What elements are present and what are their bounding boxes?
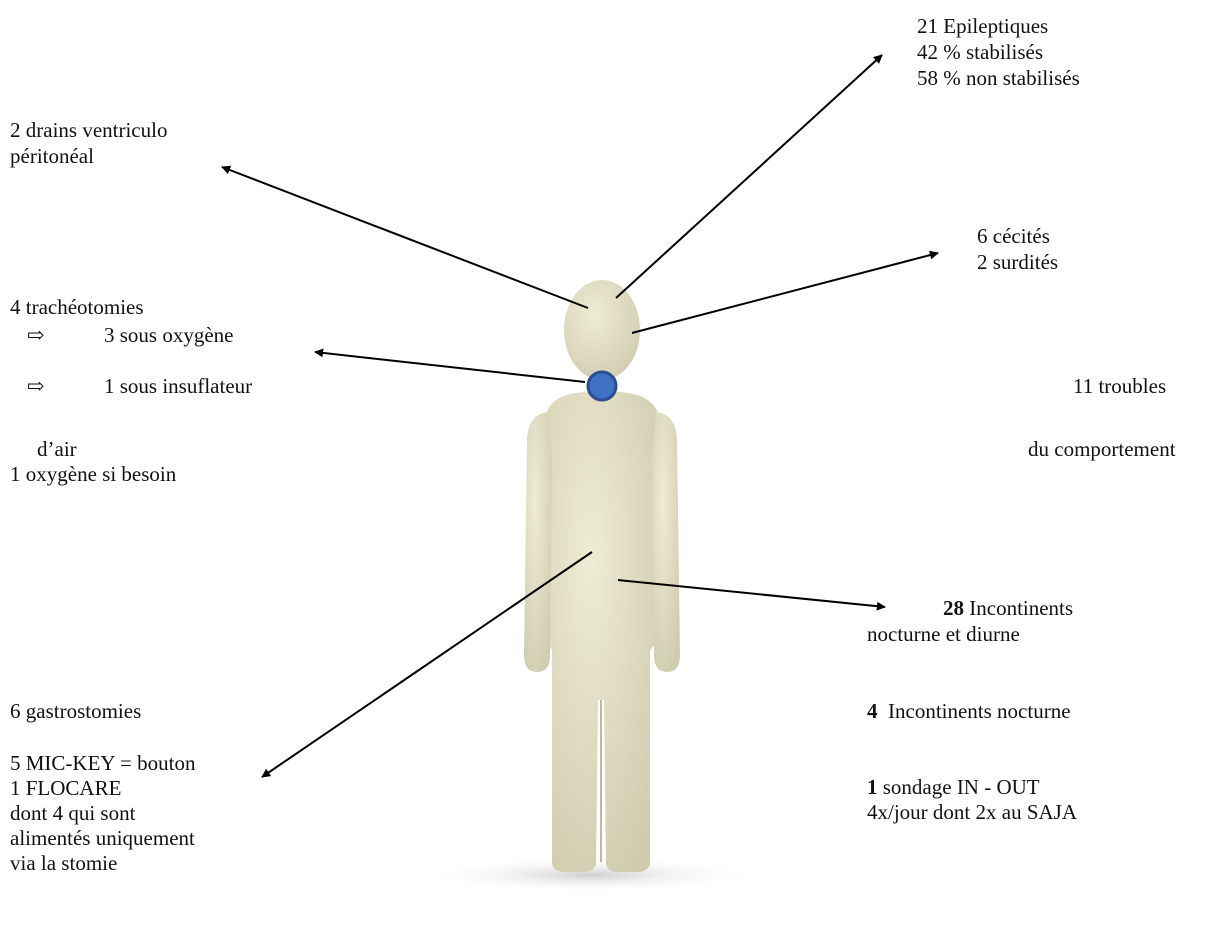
behavior-line2: du comportement: [1028, 436, 1176, 462]
incontinence-night-text: Incontinents nocturne: [888, 699, 1071, 723]
tracheotomies-title: 4 trachéotomies: [10, 294, 144, 320]
arrow-bullet-icon: ⇨: [27, 373, 104, 399]
arrow-drains: [222, 167, 588, 308]
gastrostomy-note1: dont 4 qui sont: [10, 801, 195, 826]
incontinence-day-night-line2: nocturne et diurne: [867, 621, 1073, 647]
blindness-count: 6 cécités: [977, 223, 1058, 249]
tracheotomy-item-oxygen: ⇨3 sous oxygène: [27, 322, 234, 348]
arrow-vision: [632, 253, 938, 333]
gastrostomy-flocare: 1 FLOCARE: [10, 776, 195, 801]
label-incontinence-night: 4 Incontinents nocturne: [867, 698, 1071, 724]
epilepsy-unstabilized: 58 % non stabilisés: [917, 65, 1080, 91]
probing-text: sondage IN - OUT: [883, 775, 1040, 799]
label-vision-hearing: 6 cécités 2 surdités: [977, 223, 1058, 275]
label-gastrostomies-detail: 5 MIC-KEY = bouton 1 FLOCARE dont 4 qui …: [10, 751, 195, 876]
tracheotomy-item-oxygen-text: 3 sous oxygène: [104, 323, 234, 347]
label-epilepsy: 21 Epileptiques 42 % stabilisés 58 % non…: [917, 13, 1080, 91]
gastrostomy-note3: via la stomie: [10, 851, 195, 876]
label-incontinence-day-night: 28 Incontinents nocturne et diurne: [867, 595, 1073, 647]
tracheotomy-item-insufflator: ⇨1 sous insuflateur: [27, 373, 252, 399]
tracheotomy-extra: 1 oxygène si besoin: [10, 461, 176, 487]
human-figure-icon: [524, 280, 680, 872]
drains-line1: 2 drains ventriculo: [10, 117, 167, 143]
probing-count: 1: [867, 775, 878, 799]
deafness-count: 2 surdités: [977, 249, 1058, 275]
arrow-bullet-icon: ⇨: [27, 322, 104, 348]
circle-marker-icon: [588, 372, 616, 400]
gastrostomy-mickey: 5 MIC-KEY = bouton: [10, 751, 195, 776]
tracheotomy-continuation: d’air: [37, 436, 77, 462]
probing-line2: 4x/jour dont 2x au SAJA: [867, 800, 1077, 825]
drains-line2: péritonéal: [10, 143, 167, 169]
incontinence-night-count: 4: [867, 699, 878, 723]
incontinence-day-night-text: Incontinents: [969, 596, 1073, 620]
arrow-tracheotomy: [315, 352, 585, 382]
arrow-epilepsy: [616, 55, 882, 298]
epilepsy-count: 21 Epileptiques: [917, 13, 1080, 39]
behavior-line1: 11 troubles: [1073, 373, 1166, 399]
epilepsy-stabilized: 42 % stabilisés: [917, 39, 1080, 65]
gastrostomy-note2: alimentés uniquement: [10, 826, 195, 851]
tracheotomy-item-insufflator-text: 1 sous insuflateur: [104, 374, 252, 398]
label-drains: 2 drains ventriculo péritonéal: [10, 117, 167, 169]
label-probing: 1 sondage IN - OUT 4x/jour dont 2x au SA…: [867, 775, 1077, 825]
gastrostomies-title: 6 gastrostomies: [10, 698, 141, 724]
incontinence-day-night-count: 28: [943, 596, 964, 620]
